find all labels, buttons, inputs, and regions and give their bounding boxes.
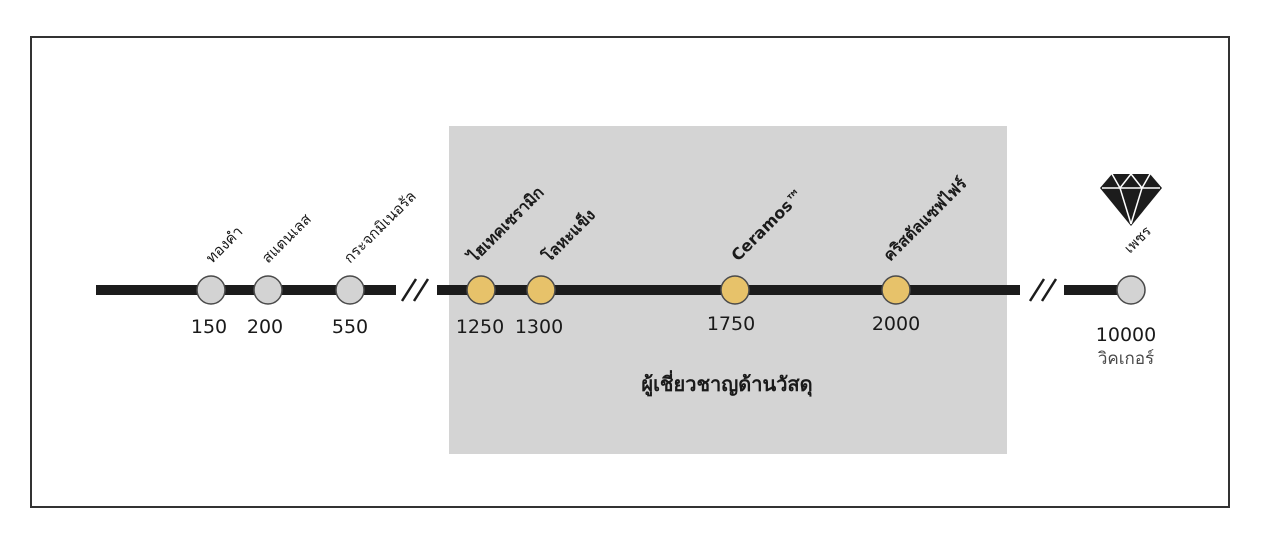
value-hard-metal: 1300 xyxy=(515,316,563,338)
marker-hard-metal xyxy=(526,275,556,305)
marker-diamond xyxy=(1116,275,1146,305)
axis-break-right xyxy=(1028,278,1058,302)
marker-ceramos xyxy=(720,275,750,305)
value-ceramos: 1750 xyxy=(707,313,755,335)
expert-panel-label: ผู้เชี่ยวชาญด้านวัสดุ xyxy=(641,369,812,398)
marker-gold xyxy=(196,275,226,305)
axis-break-left xyxy=(400,278,430,302)
marker-stainless xyxy=(253,275,283,305)
label-diamond: เพชร xyxy=(1122,223,1156,257)
value-mineral-glass: 550 xyxy=(332,316,368,338)
marker-mineral-glass xyxy=(335,275,365,305)
value-hitech-ceramic: 1250 xyxy=(456,316,504,338)
value-stainless: 200 xyxy=(247,316,283,338)
label-mineral-glass: กระจกมิเนอรัล xyxy=(340,187,420,267)
value-gold: 150 xyxy=(191,316,227,338)
unit-label: วิคเกอร์ xyxy=(1097,349,1154,369)
marker-hitech-ceramic xyxy=(466,275,496,305)
diamond-icon xyxy=(1100,173,1162,226)
diagram-frame xyxy=(30,36,1230,508)
scale-line-left xyxy=(96,285,396,295)
value-diamond: 10000 xyxy=(1096,324,1156,346)
value-sapphire: 2000 xyxy=(872,313,920,335)
label-stainless: สแตนเลส xyxy=(258,210,315,267)
label-gold: ทองคำ xyxy=(202,223,246,267)
scale-line-right xyxy=(1064,285,1120,295)
marker-sapphire xyxy=(881,275,911,305)
